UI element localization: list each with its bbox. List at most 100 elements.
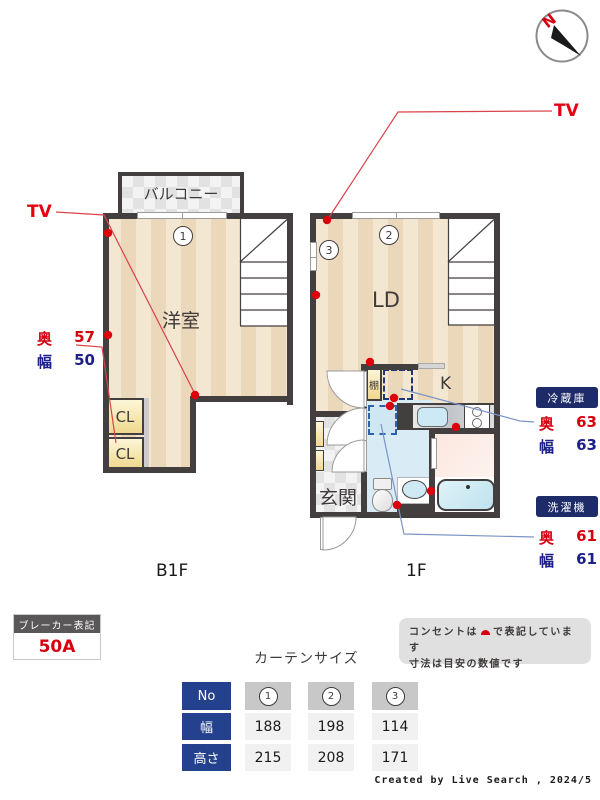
stove xyxy=(464,404,490,429)
tv-label-left: TV xyxy=(27,202,52,222)
depth-value: 61 xyxy=(576,527,597,545)
b1f-wall-notch-h xyxy=(190,396,293,402)
depth-value: 63 xyxy=(576,413,597,431)
b1f-wall-bottom xyxy=(103,467,196,473)
width-value: 61 xyxy=(576,550,597,568)
note-line-1: コンセントはで表記しています xyxy=(409,625,581,657)
window-divider xyxy=(311,257,317,258)
depth-value: 57 xyxy=(74,328,95,346)
note-line1-after: で表記しています xyxy=(409,627,574,654)
circled-number-3: 3 xyxy=(385,686,405,706)
bathtub xyxy=(437,479,495,511)
f1-window-3 xyxy=(310,242,317,271)
depth-label: 奥 xyxy=(539,415,555,433)
outlet-note: コンセントはで表記しています 寸法は目安の数値です xyxy=(399,618,591,670)
curtain-table-title: カーテンサイズ xyxy=(254,651,359,667)
table-cell-no-2: 2 xyxy=(308,682,354,710)
b1f-floor-name: B1F xyxy=(156,561,189,581)
kitchen-pass-bar xyxy=(418,363,445,369)
f1-wall-left xyxy=(310,213,316,518)
table-header-no: No xyxy=(182,682,231,710)
table-header-width: 幅 xyxy=(182,713,231,740)
table-cell-height-1: 215 xyxy=(245,744,291,771)
bathroom-door-leaf xyxy=(431,438,437,469)
table-cell-width-3: 114 xyxy=(372,713,418,740)
burner-2 xyxy=(472,418,482,428)
counter-bath-wall xyxy=(429,429,500,434)
kitchen-sink xyxy=(417,407,448,427)
curtain-marker-3: 3 xyxy=(319,240,339,260)
b1f-room-label: 洋室 xyxy=(162,310,201,332)
balcony-area xyxy=(118,172,244,218)
width-value: 63 xyxy=(576,436,597,454)
closet-2-label: CL xyxy=(115,444,135,463)
table-header-height: 高さ xyxy=(182,744,231,771)
b1f-window-1 xyxy=(137,212,227,219)
note-line-2: 寸法は目安の数値です xyxy=(409,659,524,670)
fridge-badge: 冷蔵庫 xyxy=(536,387,598,408)
washer-badge: 洗濯機 xyxy=(536,496,598,517)
vanity-basin xyxy=(402,480,427,499)
width-label: 幅 xyxy=(539,552,555,570)
fridge-depth-row: 奥 63 xyxy=(539,413,597,434)
curtain-marker-2: 2 xyxy=(379,225,399,245)
washer-depth-row: 奥 61 xyxy=(539,527,597,548)
kitchen-label: K xyxy=(440,374,452,394)
closet-width-row: 幅 50 xyxy=(37,351,95,372)
breaker-value: 50A xyxy=(38,636,76,657)
fridge-width-row: 幅 63 xyxy=(539,436,597,457)
closet-1: CL xyxy=(106,398,144,435)
table-cell-no-1: 1 xyxy=(245,682,291,710)
closet-depth-row: 奥 57 xyxy=(37,328,95,349)
width-label: 幅 xyxy=(37,353,53,371)
closet-1-label: CL xyxy=(115,407,135,426)
curtain-marker-1: 1 xyxy=(173,226,193,246)
breaker-box: ブレーカー表記 50A xyxy=(13,614,101,660)
bathtub-drain xyxy=(466,485,470,489)
kitchen-divider-wall xyxy=(361,364,418,370)
washer-space xyxy=(368,405,397,435)
circled-number-1: 1 xyxy=(258,686,278,706)
hall-door-leaf-1 xyxy=(361,371,367,407)
entrance-door-leaf xyxy=(361,440,367,472)
compass-north-label: N xyxy=(538,10,560,32)
fridge-space xyxy=(383,369,413,400)
entrance-top-wall xyxy=(310,411,367,417)
width-value: 50 xyxy=(74,351,95,369)
f1-wall-bottom xyxy=(310,512,500,518)
window-divider xyxy=(396,213,397,219)
circled-number-2: 2 xyxy=(321,686,341,706)
hall-door-leaf-2 xyxy=(361,408,367,444)
f1-wall-right xyxy=(494,213,500,518)
balcony-label: バルコニー xyxy=(143,185,219,203)
tv-label-right: TV xyxy=(554,101,579,121)
shelf-box: 棚 xyxy=(366,367,382,401)
table-cell-height-3: 171 xyxy=(372,744,418,771)
shoe-cabinet-2 xyxy=(315,450,324,471)
shelf-label: 棚 xyxy=(369,380,379,392)
credit-text: Created by Live Search , 2024/5 xyxy=(374,775,592,786)
table-cell-height-2: 208 xyxy=(308,744,354,771)
b1f-wall-left xyxy=(103,213,109,473)
outlet-dot-icon xyxy=(481,630,490,635)
table-cell-width-1: 188 xyxy=(245,713,291,740)
b1f-wall-right xyxy=(287,213,293,405)
table-cell-width-2: 198 xyxy=(308,713,354,740)
f1-floor-name: 1F xyxy=(406,561,427,581)
table-cell-no-3: 3 xyxy=(372,682,418,710)
ld-label: LD xyxy=(372,288,400,312)
closet-2: CL xyxy=(106,437,144,470)
burner-1 xyxy=(472,407,482,417)
front-door-leaf xyxy=(320,517,325,550)
washer-width-row: 幅 61 xyxy=(539,550,597,571)
toilet-bowl xyxy=(372,489,393,512)
f1-window-2 xyxy=(352,212,440,219)
shoe-cabinet-1 xyxy=(315,421,324,447)
note-line1-before: コンセントは xyxy=(409,627,478,638)
bathroom-floor xyxy=(433,432,497,477)
depth-label: 奥 xyxy=(539,529,555,547)
width-label: 幅 xyxy=(539,438,555,456)
b1f-wall-notch-v xyxy=(190,396,196,473)
